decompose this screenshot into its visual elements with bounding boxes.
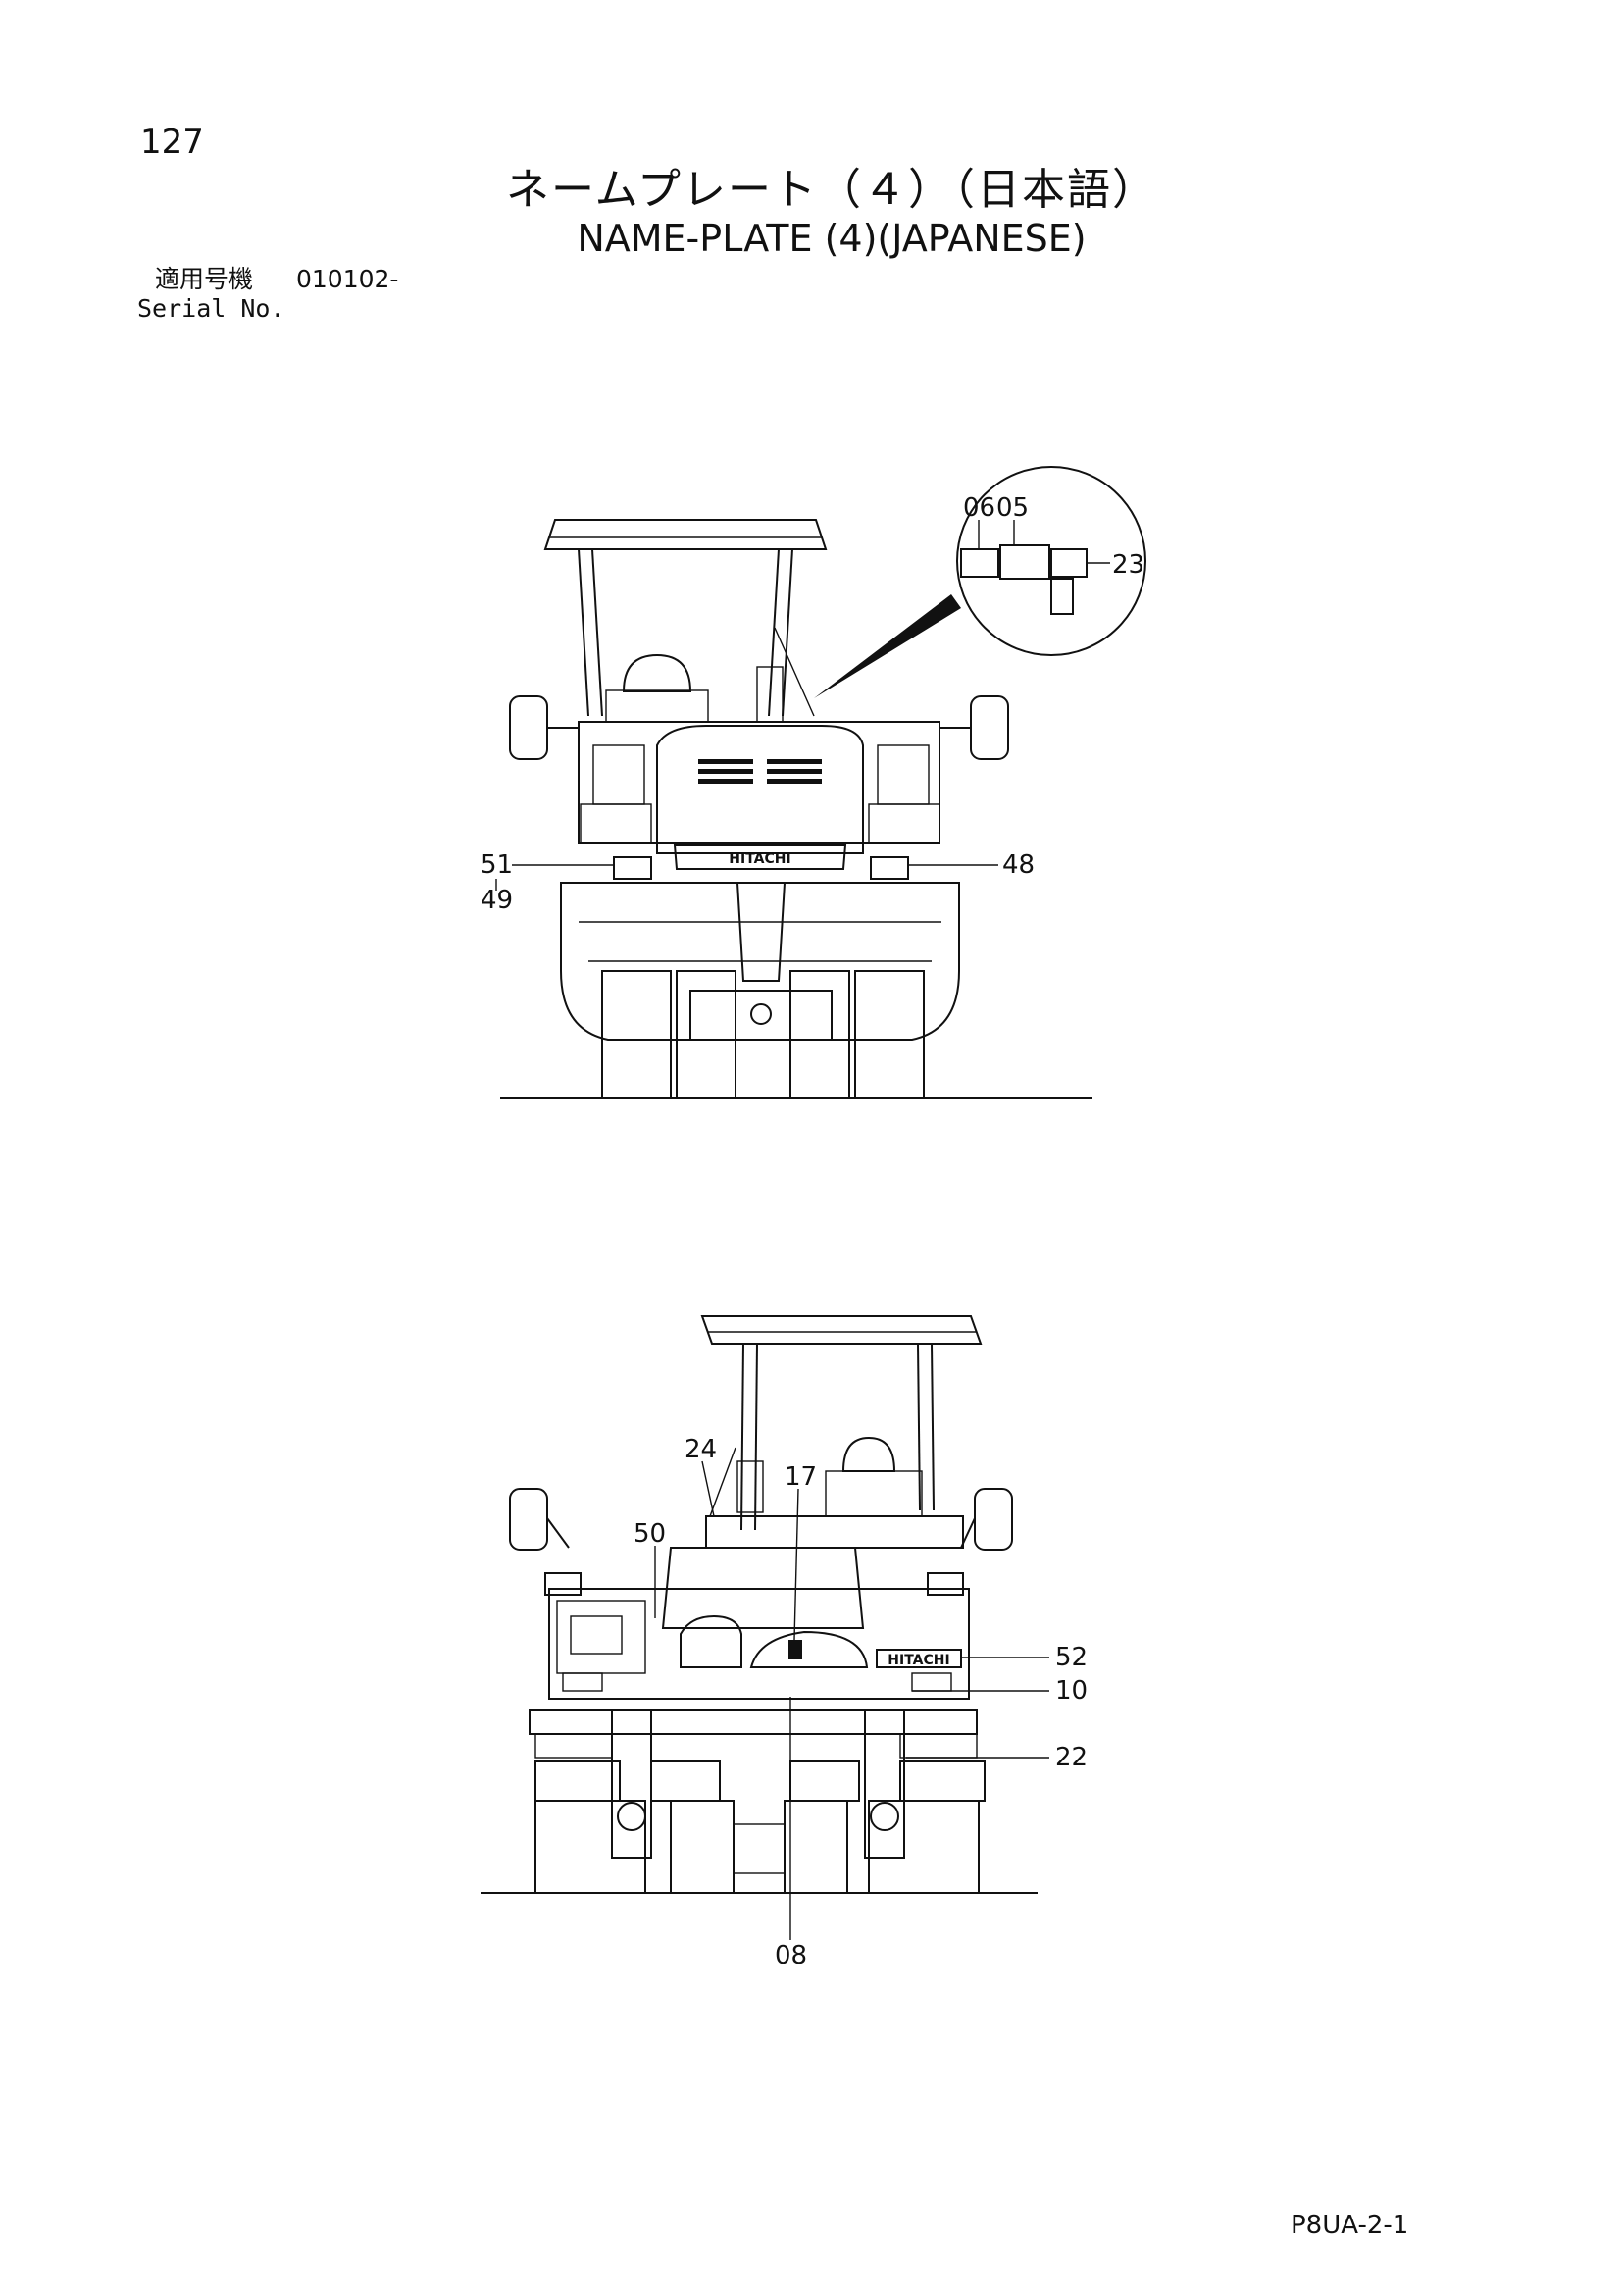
serial-label-japanese: 適用号機 [155,265,254,293]
callout-49: 49 [481,886,513,915]
serial-number-value: 010102- [296,265,399,293]
callout-23: 23 [1112,550,1144,580]
callout-06: 06 [963,493,995,523]
document-code: P8UA-2-1 [1291,2211,1409,2240]
callout-24: 24 [685,1435,717,1464]
front-brand-label: HITACHI [729,851,790,867]
front-view-drawing: HITACHI 06 05 23 51 49 [481,466,1146,1099]
callout-22: 22 [1055,1743,1088,1772]
page-title-english: NAME-PLATE (4)(JAPANESE) [577,217,1087,260]
rear-brand-label: HITACHI [888,1653,949,1668]
page-title-japanese: ネームプレート（４）（日本語） [505,165,1158,215]
callout-17: 17 [785,1462,817,1492]
callout-10: 10 [1055,1676,1088,1706]
rear-view-drawing: HITACHI 24 17 50 52 10 22 [481,1315,1088,1970]
callout-51: 51 [481,850,513,880]
callout-08: 08 [775,1941,807,1970]
callout-48: 48 [1002,850,1035,880]
callout-50: 50 [634,1519,666,1549]
serial-label-english: Serial No. [137,294,285,323]
callout-05: 05 [996,493,1029,523]
page-number: 127 [140,123,204,162]
callout-52: 52 [1055,1643,1088,1672]
